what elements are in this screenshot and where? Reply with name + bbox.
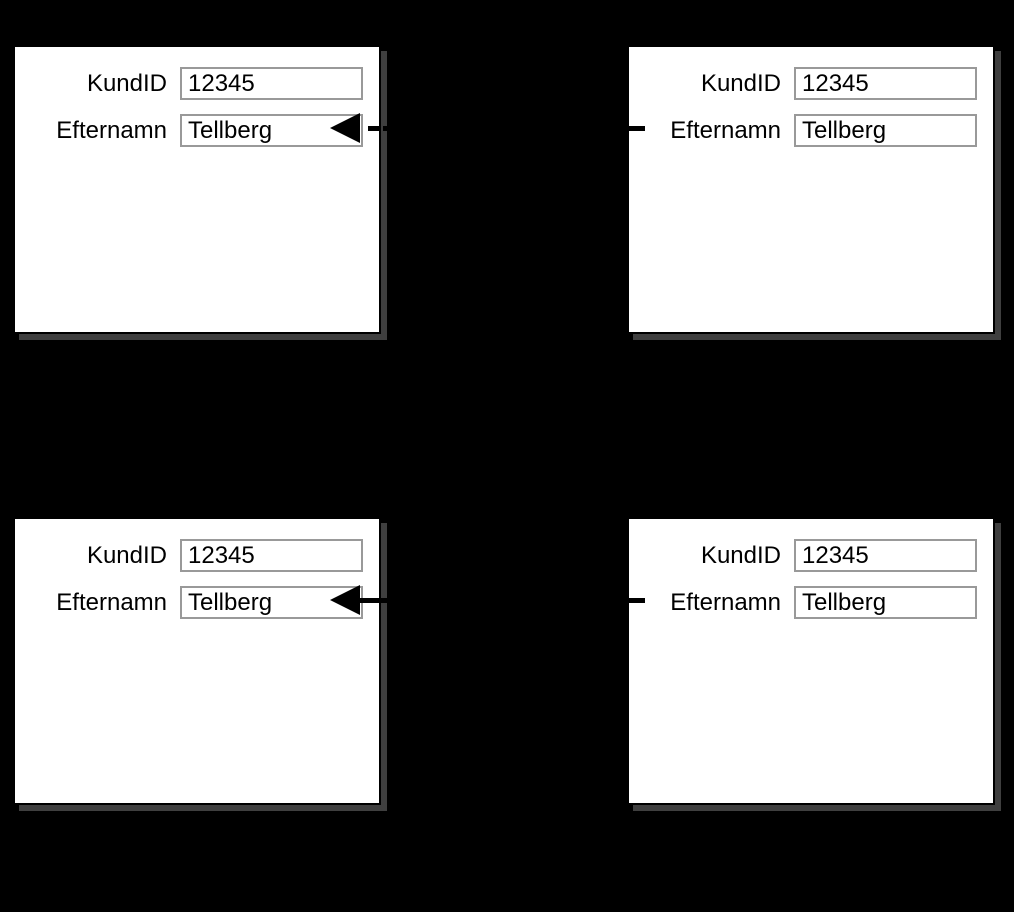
connector-line xyxy=(625,598,645,603)
connector-dash xyxy=(368,126,379,131)
kundid-label: KundID xyxy=(700,69,781,97)
field-row: KundID xyxy=(629,67,993,100)
kundid-input[interactable] xyxy=(794,67,977,100)
form-panel-top-right: KundID Efternamn xyxy=(627,45,995,334)
field-row: Efternamn xyxy=(629,586,993,619)
field-row: Efternamn xyxy=(629,114,993,147)
arrowhead-left-icon xyxy=(330,113,360,143)
kundid-input[interactable] xyxy=(180,67,363,100)
form-panel-top-left: KundID Efternamn xyxy=(13,45,381,334)
form-panel-bottom-left: KundID Efternamn xyxy=(13,517,381,805)
connector-line xyxy=(357,598,390,603)
kundid-label: KundID xyxy=(700,541,781,569)
arrowhead-left-icon xyxy=(330,585,360,615)
kundid-label: KundID xyxy=(86,541,167,569)
kundid-input[interactable] xyxy=(794,539,977,572)
field-row: Efternamn xyxy=(15,586,379,619)
efternamn-input[interactable] xyxy=(794,114,977,147)
connector-dash xyxy=(625,126,645,131)
form-panel-bottom-right: KundID Efternamn xyxy=(627,517,995,805)
kundid-label: KundID xyxy=(86,69,167,97)
field-row: KundID xyxy=(629,539,993,572)
field-row: KundID xyxy=(15,67,379,100)
field-row: Efternamn xyxy=(15,114,379,147)
connector-dash xyxy=(383,126,390,131)
kundid-input[interactable] xyxy=(180,539,363,572)
efternamn-label: Efternamn xyxy=(56,588,167,616)
efternamn-label: Efternamn xyxy=(670,116,781,144)
efternamn-label: Efternamn xyxy=(56,116,167,144)
field-row: KundID xyxy=(15,539,379,572)
efternamn-label: Efternamn xyxy=(670,588,781,616)
efternamn-input[interactable] xyxy=(794,586,977,619)
